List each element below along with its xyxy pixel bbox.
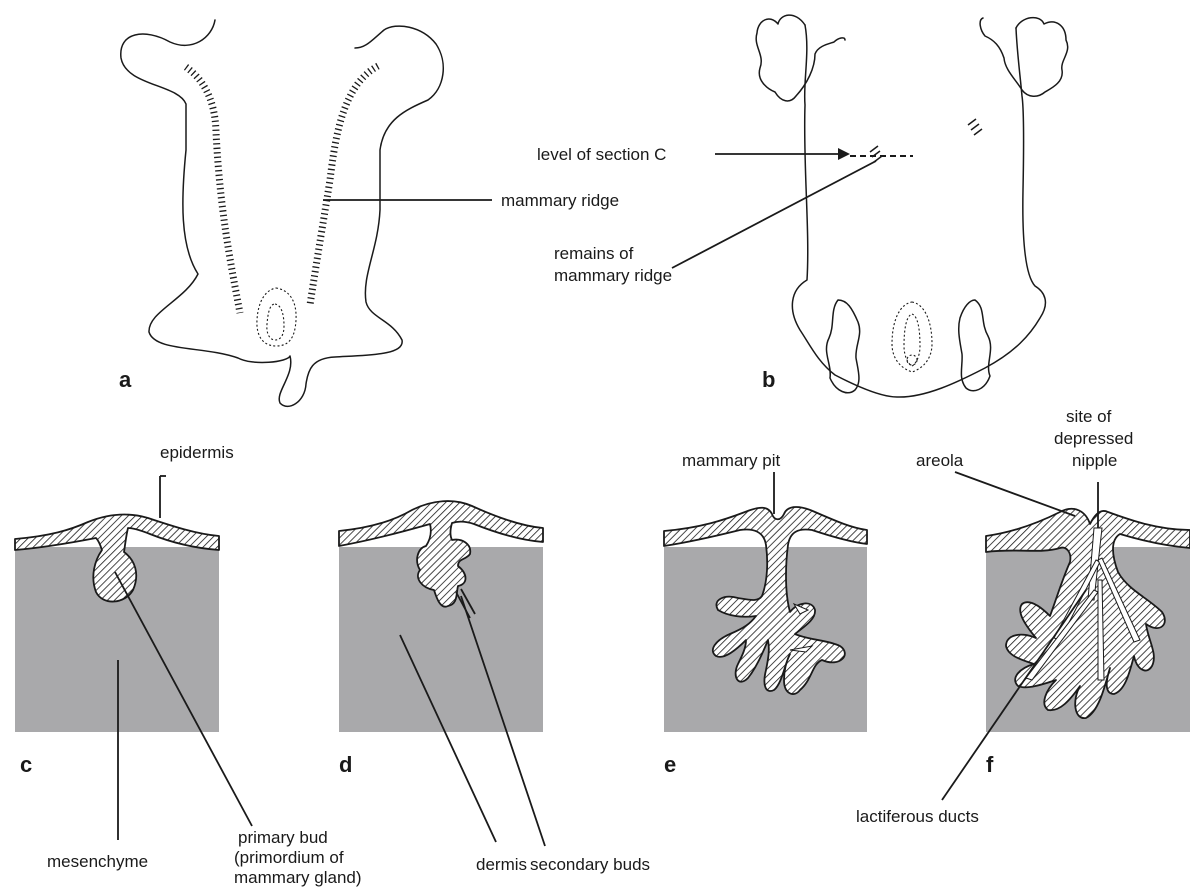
panel-b-embryo: b bbox=[756, 15, 1068, 397]
upper-limb-left bbox=[756, 15, 845, 101]
mammary-ridge-label: mammary ridge bbox=[501, 191, 619, 210]
primary-bud-line3: mammary gland) bbox=[234, 868, 362, 887]
panel-label-b: b bbox=[762, 367, 775, 392]
panel-label-a: a bbox=[119, 367, 132, 392]
panel-a-embryo: a bbox=[119, 20, 443, 406]
panel-d-section: d bbox=[339, 501, 543, 777]
upper-limb-right bbox=[980, 18, 1068, 97]
embryo-outline bbox=[121, 20, 443, 406]
panel-label-c: c bbox=[20, 752, 32, 777]
areola-leader bbox=[955, 472, 1075, 516]
mammary-pit-label: mammary pit bbox=[682, 451, 781, 470]
panel-label-d: d bbox=[339, 752, 352, 777]
panel-f-section: f bbox=[986, 509, 1190, 777]
panel-label-e: e bbox=[664, 752, 676, 777]
remains-label-line2: mammary ridge bbox=[554, 266, 672, 285]
mammary-ridge-right bbox=[310, 66, 378, 305]
embryo-outline-b bbox=[792, 25, 1045, 397]
nipple-label-line2: depressed bbox=[1054, 429, 1133, 448]
mesenchyme-label: mesenchyme bbox=[47, 852, 148, 871]
section-level-label: level of section C bbox=[537, 145, 666, 164]
lactiferous-ducts-label: lactiferous ducts bbox=[856, 807, 979, 826]
genital-region-b bbox=[892, 302, 932, 372]
nipple-label-line1: site of bbox=[1066, 407, 1112, 426]
dermis-label: dermis bbox=[476, 855, 527, 874]
genital-region-b-inner bbox=[904, 314, 920, 366]
epidermis-label: epidermis bbox=[160, 443, 234, 462]
primary-bud-line1: primary bud bbox=[238, 828, 328, 847]
ridge-remnant-left bbox=[870, 146, 882, 162]
remains-leader bbox=[672, 161, 876, 268]
areola-label: areola bbox=[916, 451, 964, 470]
primary-bud-line2: (primordium of bbox=[234, 848, 344, 867]
genital-region-inner bbox=[267, 304, 284, 340]
panel-e-section: e bbox=[664, 507, 867, 777]
lower-limb-right bbox=[959, 300, 991, 391]
ridge-remnant-right bbox=[968, 119, 982, 135]
remains-label-line1: remains of bbox=[554, 244, 634, 263]
nipple-label-line3: nipple bbox=[1072, 451, 1117, 470]
mammary-ridge-left bbox=[186, 67, 240, 313]
panel-label-f: f bbox=[986, 752, 994, 777]
secondary-buds-label: secondary buds bbox=[530, 855, 650, 874]
section-level-arrowhead bbox=[838, 148, 850, 160]
genital-region-outer bbox=[257, 288, 296, 346]
panel-c-section: c bbox=[15, 515, 219, 777]
